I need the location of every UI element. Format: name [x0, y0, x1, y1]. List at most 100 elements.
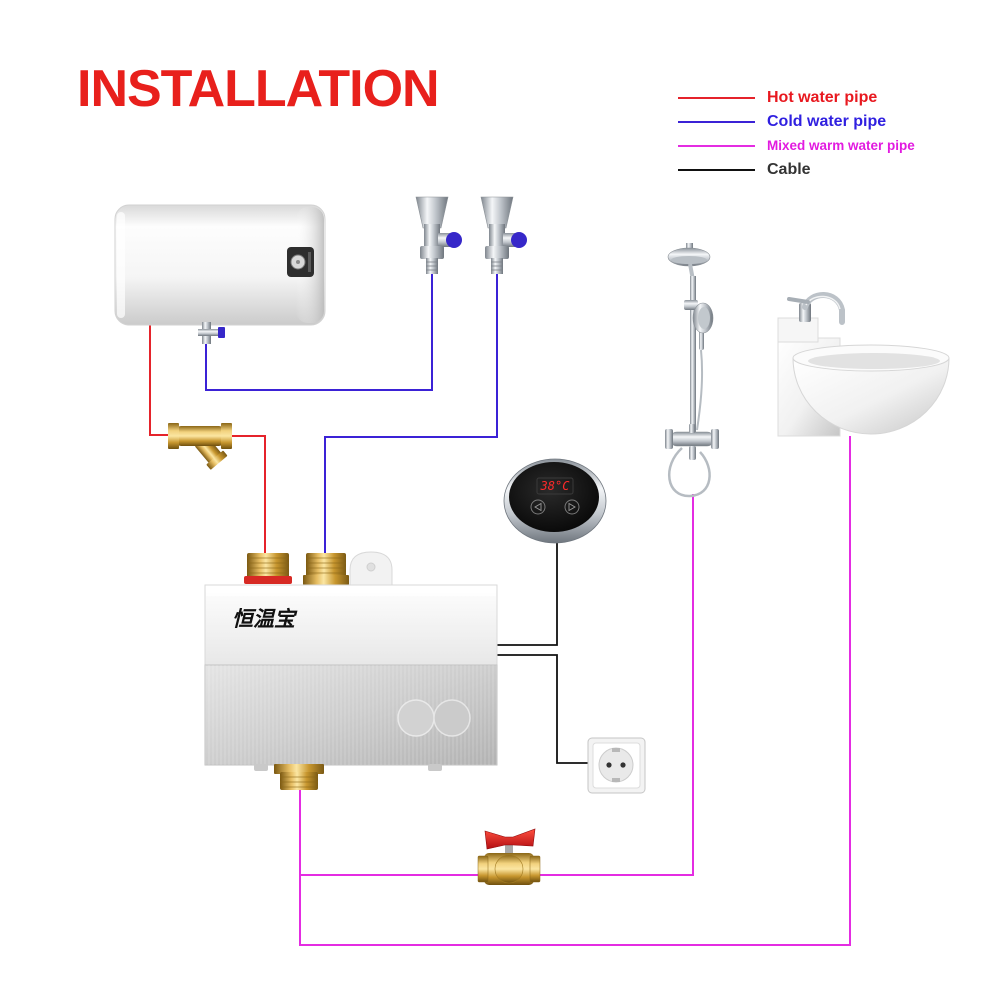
cold-water-pipe [324, 272, 498, 556]
power-socket [587, 737, 646, 794]
mixed-warm-water-pipe [536, 494, 694, 876]
bracket-hole [366, 562, 376, 572]
panel-emboss-right [433, 699, 471, 737]
cold-water-pipe [205, 272, 433, 391]
hot-water-pipe [230, 435, 266, 556]
legend-line-mixed-warm-water [678, 145, 755, 147]
water-heater-tank [114, 204, 326, 326]
hot-water-inlet-fitting [244, 553, 292, 584]
valve-handle-neck [424, 224, 440, 234]
unit-housing-top-edge [206, 586, 496, 596]
shower-mixer-body [669, 431, 715, 447]
unit-foot-left [254, 764, 268, 771]
angle-valve-right [480, 196, 527, 274]
red-seal-ring [244, 576, 292, 584]
valve-handle [415, 196, 449, 229]
ball-valve-left-nut [477, 855, 489, 883]
cold-water-inlet-fitting [303, 553, 349, 585]
shower-mixer-left-knob [665, 429, 673, 449]
y-strainer [168, 423, 232, 470]
valve-handle [480, 196, 514, 229]
shower-head-face [671, 256, 707, 264]
socket-hole-left [606, 762, 612, 768]
safety-valve-cross [198, 329, 218, 336]
shower-rail [690, 276, 696, 438]
water-heater-safety-valve [198, 322, 225, 344]
pipes-and-cables [149, 272, 851, 946]
legend-line-hot-water [678, 97, 755, 99]
basin-faucet-icon [787, 292, 845, 325]
shower-mixer-right-knob [711, 429, 719, 449]
controller-display-frame [536, 477, 574, 495]
angle-valve-left [415, 196, 462, 274]
unit-brand-logo: 恒温宝 [232, 607, 298, 631]
pipe-legend: Hot water pipe Cold water pipe Mixed war… [678, 86, 915, 182]
blue-valve-cap [511, 232, 527, 248]
shower-head-swivel [686, 243, 693, 251]
valve-body [424, 232, 440, 248]
panel-emboss-left [397, 699, 435, 737]
ball-valve [477, 828, 541, 885]
legend-item-mixed-warm-water: Mixed warm water pipe [678, 134, 915, 158]
water-heater-left-highlight [117, 212, 125, 318]
legend-label-cold-water: Cold water pipe [767, 113, 887, 130]
hot-water-pipe [149, 318, 170, 436]
strainer-body [176, 426, 224, 446]
cable [497, 536, 558, 646]
valve-threads [426, 261, 438, 271]
socket-recess [598, 747, 634, 783]
legend-label-mixed-warm-water: Mixed warm water pipe [767, 138, 915, 154]
blue-valve-cap [446, 232, 462, 248]
basin-inner [808, 353, 940, 369]
strainer-right-nut [221, 423, 232, 449]
safety-valve-blue-handle [218, 327, 225, 338]
mixed-warm-water-pipe [299, 436, 851, 946]
cable [497, 654, 590, 764]
decrease-button-icon [530, 499, 546, 515]
legend-item-cold-water: Cold water pipe [678, 110, 915, 134]
legend-label-hot-water: Hot water pipe [767, 89, 878, 106]
legend-line-cold-water [678, 121, 755, 123]
water-heater-control-panel [287, 247, 314, 277]
valve-threads [491, 261, 503, 271]
thermostat-unit: 恒温宝 [204, 551, 498, 790]
wash-basin [777, 292, 950, 437]
ball-valve-red-handle [484, 828, 536, 850]
control-panel-indicator [308, 252, 311, 272]
socket-ground-bottom [612, 778, 620, 782]
page-title: INSTALLATION [77, 60, 440, 118]
hand-shower-face [698, 307, 710, 329]
valve-nut [485, 246, 509, 259]
valve-nut [420, 246, 444, 259]
ball-valve-center [494, 854, 524, 884]
controller-face [509, 462, 599, 532]
strainer-left-nut [168, 423, 179, 449]
ball-valve-right-nut [529, 855, 541, 883]
legend-line-cable [678, 169, 755, 171]
rail-slider [684, 300, 698, 310]
mixed-water-outlet-fitting [274, 764, 324, 790]
right-arrow-icon [568, 502, 576, 512]
left-arrow-icon [534, 502, 542, 512]
shower-mixer-lever [689, 424, 695, 433]
valve-handle-neck [489, 224, 505, 234]
shower-hose-loop [668, 447, 711, 498]
temperature-controller: 38°C [503, 458, 607, 544]
valve-body [489, 232, 505, 248]
legend-label-cable: Cable [767, 161, 811, 178]
legend-item-hot-water: Hot water pipe [678, 86, 915, 110]
knob-center [296, 260, 300, 264]
shower-mixer-spout [689, 446, 696, 460]
shower-hose [696, 349, 704, 431]
shower-set [665, 243, 719, 498]
legend-item-cable: Cable [678, 158, 915, 182]
basin-bowl [792, 357, 950, 435]
hand-shower-handle [699, 328, 704, 350]
controller-temperature-display: 38°C [540, 479, 571, 493]
socket-ground-top [612, 748, 620, 752]
socket-hole-right [620, 762, 626, 768]
unit-foot-right [428, 764, 442, 771]
increase-button-icon [564, 499, 580, 515]
ball-valve-stem [505, 838, 513, 854]
